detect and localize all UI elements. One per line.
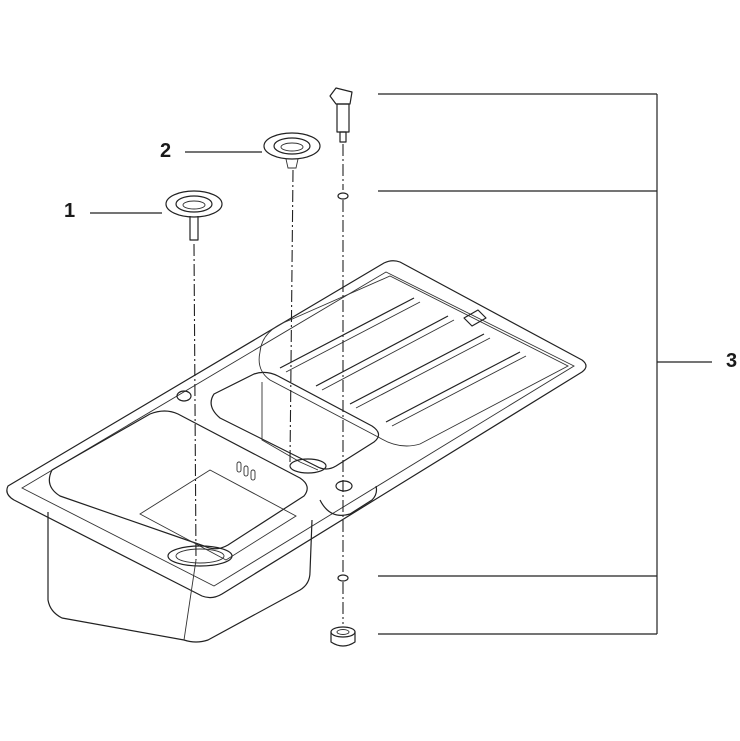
tap-hole bbox=[176, 390, 192, 402]
pop-up-button bbox=[329, 87, 353, 143]
strainer-2 bbox=[263, 132, 321, 463]
o-ring-top bbox=[337, 192, 349, 200]
strainer-1 bbox=[165, 190, 223, 561]
callout-1: 1 bbox=[64, 200, 76, 222]
sink-body bbox=[6, 260, 587, 643]
o-ring-bottom bbox=[337, 574, 349, 582]
drainer-grooves bbox=[279, 297, 527, 427]
callout-3: 3 bbox=[726, 350, 738, 372]
callout-2: 2 bbox=[160, 140, 172, 162]
bracket-3 bbox=[378, 93, 712, 635]
nut bbox=[330, 626, 356, 647]
overflow-slots bbox=[236, 461, 256, 481]
tap-hole bbox=[335, 480, 353, 492]
